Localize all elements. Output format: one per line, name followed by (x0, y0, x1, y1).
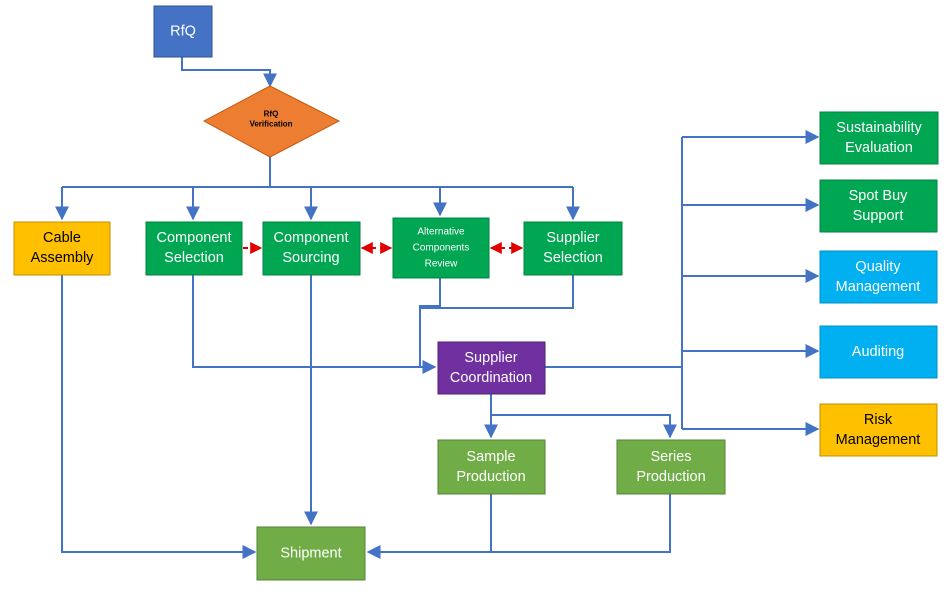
node-shipment: Shipment (256, 526, 366, 581)
node-rfq: RfQ (153, 5, 213, 58)
node-cable-assembly-label-2: Assembly (31, 250, 95, 266)
node-shipment-label: Shipment (280, 546, 341, 562)
node-series-production-label-2: Production (636, 469, 705, 485)
node-alternative-review-label-1: Alternative (417, 227, 465, 238)
node-component-selection-label-2: Selection (164, 250, 224, 266)
node-alternative-components-review: Alternative Components Review (392, 217, 490, 279)
node-risk-management: Risk Management (819, 403, 938, 457)
connector-rfq-to-verification (181, 57, 277, 88)
node-supplier-coordination-label-1: Supplier (464, 350, 517, 366)
node-quality-label-1: Quality (855, 259, 901, 275)
node-supplier-selection-label-1: Supplier (546, 230, 599, 246)
node-component-selection: Component Selection (145, 221, 243, 276)
connector-alternative-review-to-coordination (419, 278, 441, 367)
node-component-selection-label-1: Component (157, 230, 232, 246)
node-spot-buy-support: Spot Buy Support (819, 179, 938, 233)
node-supplier-coordination: Supplier Coordination (437, 341, 546, 395)
node-alternative-review-label-2: Components (413, 243, 470, 254)
node-risk-label-1: Risk (864, 412, 893, 428)
node-supplier-selection: Supplier Selection (523, 221, 623, 276)
node-spot-buy-label-2: Support (853, 208, 904, 224)
connector-cable-assembly-to-shipment (61, 275, 257, 559)
connector-series-to-shipment (366, 494, 671, 559)
connector-supplier-selection-to-coordination (420, 275, 574, 309)
node-sustainability-evaluation: Sustainability Evaluation (819, 111, 939, 165)
node-rfq-verification: RfQ Verification (202, 85, 341, 158)
node-quality-management: Quality Management (819, 250, 938, 304)
node-rfq-label: RfQ (170, 24, 196, 40)
node-quality-label-2: Management (836, 279, 921, 295)
node-cable-assembly: Cable Assembly (13, 221, 111, 276)
connector-component-selection-to-coordination (192, 275, 437, 374)
node-sustainability-label-2: Evaluation (845, 140, 913, 156)
node-spot-buy-label-1: Spot Buy (849, 188, 909, 204)
node-sustainability-label-1: Sustainability (836, 120, 922, 136)
node-risk-label-2: Management (836, 432, 921, 448)
node-rfq-verification-label-2: Verification (249, 120, 292, 129)
node-sample-production-label-1: Sample (466, 449, 515, 465)
node-component-sourcing: Component Sourcing (262, 221, 361, 276)
node-sample-production: Sample Production (437, 439, 546, 495)
node-component-sourcing-label-2: Sourcing (282, 250, 339, 266)
node-cable-assembly-label-1: Cable (43, 230, 81, 246)
node-alternative-review-label-3: Review (425, 259, 459, 270)
node-rfq-verification-label-1: RfQ (264, 110, 279, 119)
node-supplier-coordination-label-2: Coordination (450, 370, 532, 386)
node-auditing: Auditing (819, 325, 938, 379)
node-series-production-label-1: Series (650, 449, 691, 465)
connector-coordination-to-series (491, 414, 677, 439)
node-series-production: Series Production (616, 439, 726, 495)
node-auditing-label: Auditing (852, 344, 904, 360)
connectors (55, 57, 820, 559)
node-supplier-selection-label-2: Selection (543, 250, 603, 266)
node-sample-production-label-2: Production (456, 469, 525, 485)
node-component-sourcing-label-1: Component (274, 230, 349, 246)
